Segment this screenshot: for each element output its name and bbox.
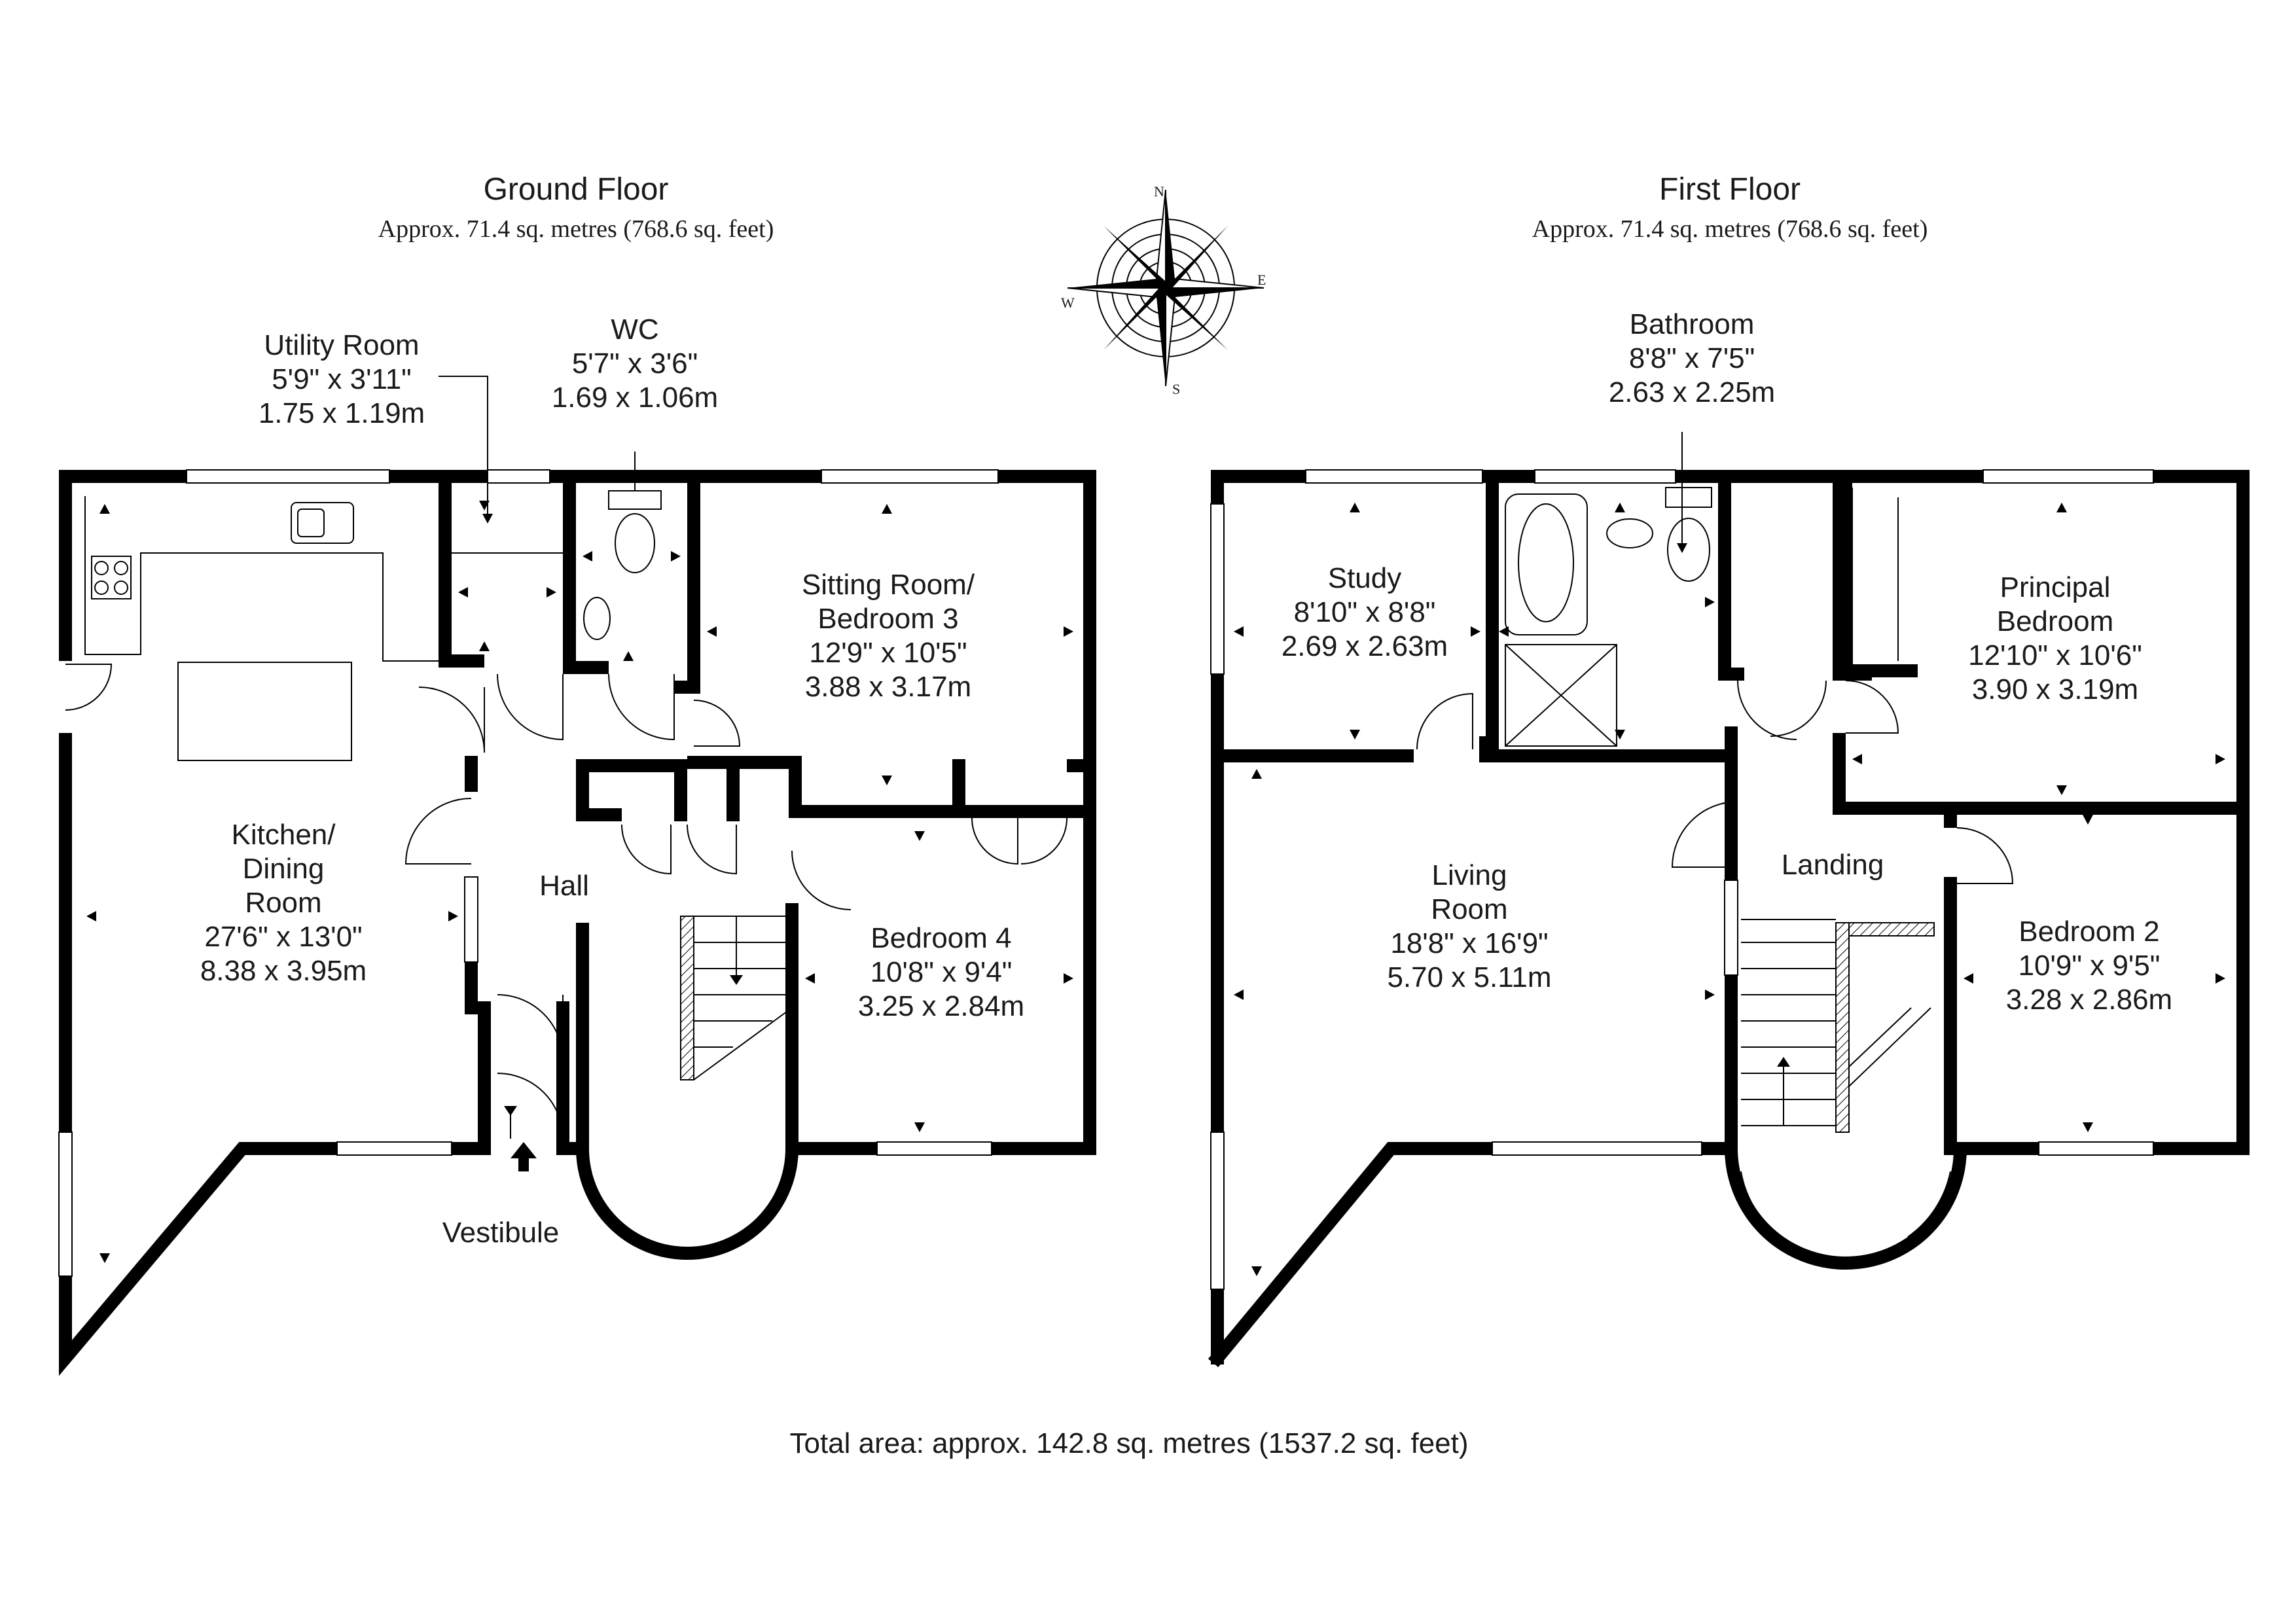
svg-text:3.88 x 3.17m: 3.88 x 3.17m <box>805 671 971 703</box>
ground-floor-area: Approx. 71.4 sq. metres (768.6 sq. feet) <box>378 215 774 243</box>
svg-text:Principal: Principal <box>2000 571 2111 603</box>
compass-s-label: S <box>1172 381 1180 397</box>
svg-text:5'7" x 3'6": 5'7" x 3'6" <box>572 348 698 380</box>
compass-e-label: E <box>1257 272 1266 288</box>
ground-floor-title: Ground Floor <box>484 172 669 207</box>
svg-text:Bedroom 4: Bedroom 4 <box>870 922 1011 954</box>
room-bedroom4-label: Bedroom 4 10'8" x 9'4" 3.25 x 2.84m <box>858 922 1024 1022</box>
room-landing-label: Landing <box>1782 849 1884 881</box>
room-utility-label: Utility Room 5'9" x 3'11" 1.75 x 1.19m <box>259 329 425 429</box>
svg-text:1.75 x 1.19m: 1.75 x 1.19m <box>259 397 425 429</box>
svg-text:Bedroom 3: Bedroom 3 <box>817 603 958 635</box>
svg-text:Bathroom: Bathroom <box>1630 308 1755 340</box>
svg-text:3.90 x 3.19m: 3.90 x 3.19m <box>1972 673 2138 705</box>
svg-text:3.25 x 2.84m: 3.25 x 2.84m <box>858 990 1024 1022</box>
svg-text:Dining: Dining <box>243 853 325 885</box>
compass-n-label: N <box>1154 183 1164 200</box>
room-living-label: Living Room 18'8" x 16'9" 5.70 x 5.11m <box>1387 859 1551 993</box>
svg-text:8'8" x 7'5": 8'8" x 7'5" <box>1629 342 1755 374</box>
svg-text:Utility Room: Utility Room <box>264 329 419 361</box>
svg-text:Study: Study <box>1328 562 1402 594</box>
ground-dimension-markers <box>86 501 1073 1263</box>
svg-text:12'10" x 10'6": 12'10" x 10'6" <box>1968 639 2142 671</box>
svg-text:Bedroom: Bedroom <box>1997 605 2114 637</box>
first-floor-title: First Floor <box>1659 172 1801 207</box>
svg-text:5'9" x 3'11": 5'9" x 3'11" <box>272 363 412 395</box>
first-floor-area: Approx. 71.4 sq. metres (768.6 sq. feet) <box>1532 215 1928 243</box>
room-kitchen-label: Kitchen/ Dining Room 27'6" x 13'0" 8.38 … <box>200 819 367 987</box>
svg-text:2.63 x 2.25m: 2.63 x 2.25m <box>1609 376 1775 408</box>
ground-floor-plan <box>58 376 1096 1376</box>
compass-rose-icon: N E S W <box>1061 183 1266 397</box>
svg-text:3.28 x 2.86m: 3.28 x 2.86m <box>2006 984 2172 1016</box>
svg-text:18'8" x 16'9": 18'8" x 16'9" <box>1390 927 1548 959</box>
svg-text:Sitting Room/: Sitting Room/ <box>802 569 975 601</box>
room-bathroom-label: Bathroom 8'8" x 7'5" 2.63 x 2.25m <box>1609 308 1775 408</box>
room-wc-label: WC 5'7" x 3'6" 1.69 x 1.06m <box>552 313 718 414</box>
svg-text:Room: Room <box>1431 893 1507 925</box>
svg-text:1.69 x 1.06m: 1.69 x 1.06m <box>552 382 718 414</box>
first-floor-plan <box>1208 432 2250 1368</box>
svg-text:5.70 x 5.11m: 5.70 x 5.11m <box>1387 961 1551 993</box>
svg-text:Kitchen/: Kitchen/ <box>232 819 336 851</box>
compass-w-label: W <box>1061 294 1075 311</box>
first-dimension-markers <box>1234 503 2225 1276</box>
room-study-label: Study 8'10" x 8'8" 2.69 x 2.63m <box>1282 562 1448 662</box>
svg-text:10'9" x 9'5": 10'9" x 9'5" <box>2018 950 2161 982</box>
room-bedroom2-label: Bedroom 2 10'9" x 9'5" 3.28 x 2.86m <box>2006 916 2172 1016</box>
svg-text:WC: WC <box>611 313 658 346</box>
svg-text:27'6" x 13'0": 27'6" x 13'0" <box>204 921 362 953</box>
svg-text:10'8" x 9'4": 10'8" x 9'4" <box>870 956 1013 988</box>
room-principal-label: Principal Bedroom 12'10" x 10'6" 3.90 x … <box>1968 571 2142 705</box>
svg-text:8'10" x 8'8": 8'10" x 8'8" <box>1294 596 1436 628</box>
svg-text:2.69 x 2.63m: 2.69 x 2.63m <box>1282 630 1448 662</box>
svg-text:8.38 x 3.95m: 8.38 x 3.95m <box>200 955 367 987</box>
total-area: Total area: approx. 142.8 sq. metres (15… <box>789 1427 1468 1459</box>
svg-text:Bedroom 2: Bedroom 2 <box>2018 916 2159 948</box>
room-vestibule-label: Vestibule <box>442 1217 560 1249</box>
svg-text:Living: Living <box>1432 859 1507 891</box>
svg-text:12'9" x 10'5": 12'9" x 10'5" <box>809 637 967 669</box>
svg-text:Room: Room <box>245 887 321 919</box>
room-hall-label: Hall <box>539 870 589 902</box>
room-sitting-label: Sitting Room/ Bedroom 3 12'9" x 10'5" 3.… <box>802 569 975 703</box>
